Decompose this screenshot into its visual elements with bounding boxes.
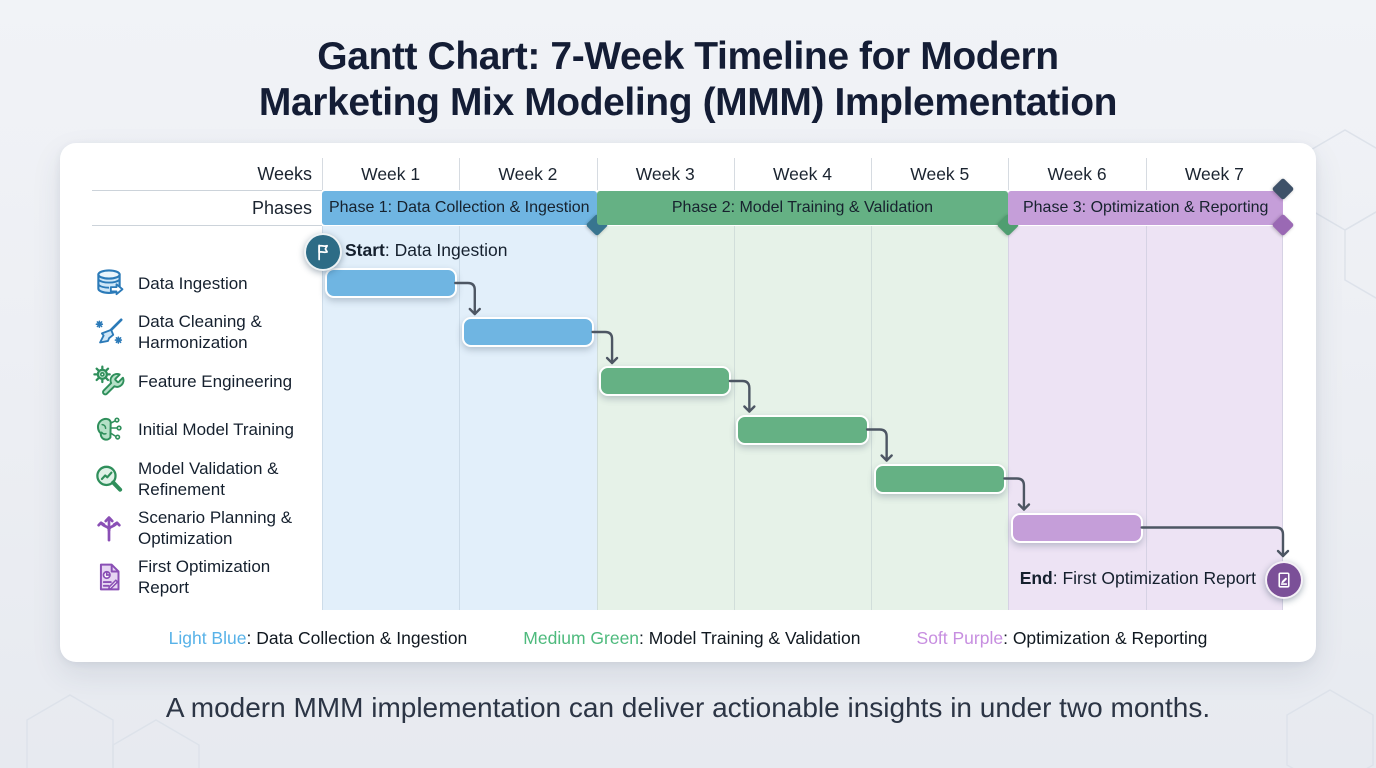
task-label: First Optimization Report	[138, 557, 271, 597]
report-document-icon	[92, 560, 126, 594]
legend-color-name: Soft Purple	[916, 627, 1004, 648]
week-column	[1145, 226, 1283, 610]
page-title-line1: Gantt Chart: 7-Week Timeline for Modern	[317, 35, 1059, 78]
end-label-rest: : First Optimization Report	[1052, 567, 1256, 588]
week-column	[1008, 226, 1146, 610]
weeks-axis-label: Weeks	[257, 163, 312, 184]
task-label: Model Validation & Refinement	[138, 458, 279, 499]
task-bar	[324, 268, 457, 298]
start-label-bold: Start	[345, 239, 385, 260]
legend-item: Medium Green: Model Training & Validatio…	[523, 628, 860, 649]
week-header-label: Week 1	[361, 163, 421, 184]
legend-label-text: : Data Collection & Ingestion	[246, 627, 468, 648]
task-label: Data Cleaning & Harmonization	[138, 312, 262, 352]
task-bar	[1010, 512, 1144, 543]
week-separator-tick	[1008, 158, 1010, 190]
week-column	[596, 226, 734, 610]
database-export-icon	[92, 266, 126, 300]
end-milestone-badge	[1265, 561, 1303, 599]
legend-item: Light Blue: Data Collection & Ingestion	[169, 628, 468, 649]
week-header-label: Week 7	[1184, 163, 1244, 184]
legend-item: Soft Purple: Optimization & Reporting	[917, 628, 1208, 649]
end-milestone-label: End: First Optimization Report	[1020, 567, 1256, 589]
legend-color-name: Medium Green	[523, 627, 640, 648]
broom-clean-icon	[92, 315, 126, 349]
week-header-label: Week 5	[910, 163, 970, 184]
week-header-label: Week 3	[635, 163, 695, 184]
start-milestone-label: Start: Data Ingestion	[345, 239, 507, 261]
task-label: Data Ingestion	[138, 273, 248, 293]
start-milestone-badge	[304, 233, 342, 271]
flag-icon	[318, 244, 328, 261]
task-label: Initial Model Training	[138, 420, 294, 439]
phase-bar: Phase 1: Data Collection & Ingestion	[322, 191, 597, 225]
gear-wrench-icon	[92, 364, 126, 398]
task-bar	[736, 414, 869, 445]
phase-bar: Phase 3: Optimization & Reporting	[1008, 191, 1283, 225]
week-header-label: Week 4	[772, 163, 832, 184]
legend: Light Blue: Data Collection & Ingestion M…	[60, 620, 1316, 656]
page-title-line2: Marketing Mix Modeling (MMM) Implementat…	[258, 81, 1118, 124]
task-bar	[873, 463, 1006, 494]
header-divider	[92, 190, 322, 191]
week-separator-tick	[322, 158, 323, 190]
task-label: Feature Engineering	[138, 371, 293, 391]
task-bar	[461, 317, 595, 347]
phases-axis-label: Phases	[251, 197, 312, 218]
brain-network-icon	[92, 413, 126, 447]
legend-color-name: Light Blue	[168, 627, 247, 648]
week-column	[871, 226, 1009, 610]
report-badge-icon	[1278, 572, 1290, 588]
week-separator-tick	[871, 158, 873, 190]
week-separator-tick	[1145, 158, 1147, 190]
week-header-label: Week 2	[498, 163, 558, 184]
footer-caption: A modern MMM implementation can deliver …	[165, 692, 1211, 723]
week-column	[459, 226, 597, 610]
end-label-bold: End	[1019, 567, 1053, 588]
task-bar	[599, 366, 732, 396]
legend-label-text: : Optimization & Reporting	[1003, 627, 1208, 648]
week-header-label: Week 6	[1047, 163, 1107, 184]
phase-bar: Phase 2: Model Training & Validation	[596, 191, 1009, 225]
task-label: Scenario Planning & Optimization	[138, 507, 293, 548]
start-label-rest: : Data Ingestion	[384, 239, 508, 260]
week-separator-tick	[459, 158, 461, 190]
magnifier-chart-icon	[92, 462, 126, 496]
page-title: Gantt Chart: 7-Week Timeline for Modern …	[0, 34, 1376, 126]
branch-arrows-icon	[92, 511, 126, 545]
phases-divider	[92, 225, 322, 226]
legend-label-text: : Model Training & Validation	[639, 627, 861, 648]
week-separator-tick	[596, 158, 598, 190]
week-separator-tick	[733, 158, 735, 190]
